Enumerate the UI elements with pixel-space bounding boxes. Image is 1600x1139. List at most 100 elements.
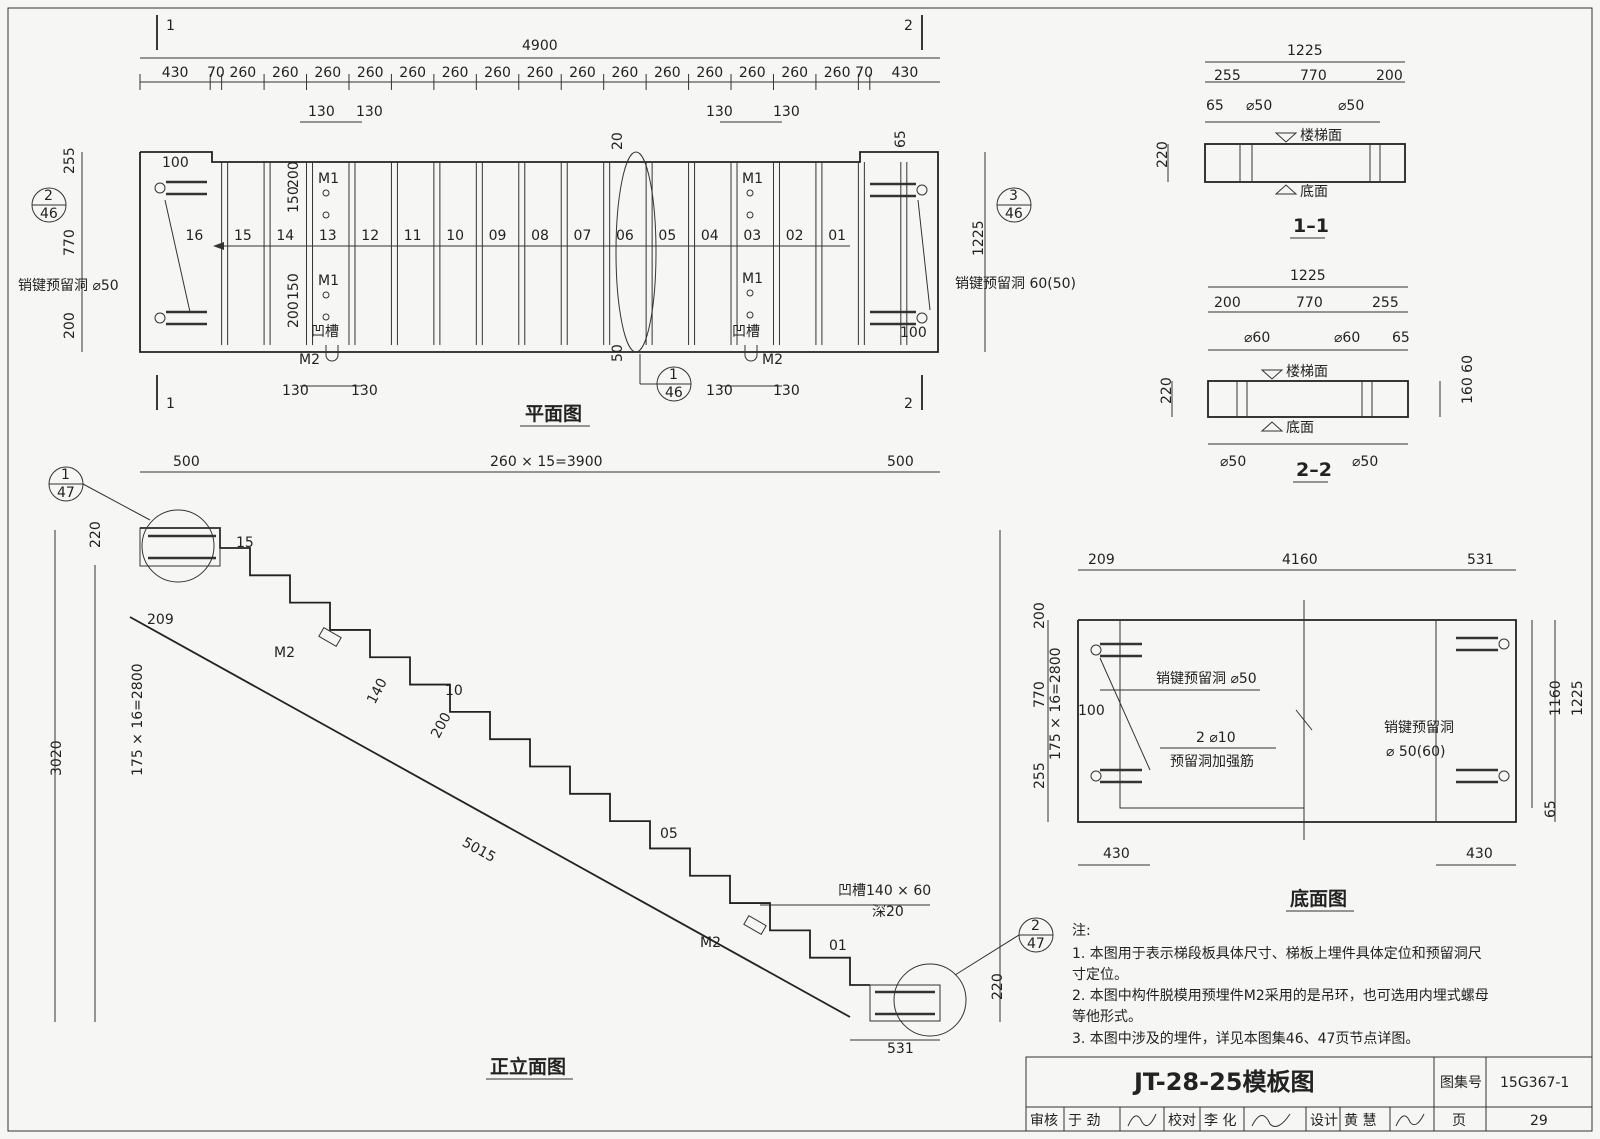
title-block: JT-28-25模板图 图集号 15G367-1 页 29 审核 于 劲 校对 … bbox=[1025, 1056, 1593, 1132]
plan-dim-130-f: 130 bbox=[351, 383, 378, 399]
s22-d65: 65 bbox=[1392, 330, 1410, 346]
s22-dia-left: ⌀60 bbox=[1244, 330, 1270, 346]
plan-dim-130-g: 130 bbox=[706, 383, 733, 399]
plan-dim-130-e: 130 bbox=[282, 383, 309, 399]
plan-m1-right-top: M1 bbox=[742, 171, 763, 187]
bv-seg-209: 209 bbox=[1088, 552, 1115, 568]
plan-step-lines bbox=[221, 162, 908, 345]
s22-title: 2–2 bbox=[1296, 459, 1332, 481]
plan-m2-ring-left bbox=[325, 345, 339, 362]
plan-segment-dim: 260 bbox=[442, 65, 469, 81]
elev-ref-1-47: 1 47 bbox=[48, 466, 151, 521]
svg-text:46: 46 bbox=[40, 206, 58, 222]
plan-segment-dim: 430 bbox=[892, 65, 919, 81]
designer-name: 黄 慧 bbox=[1344, 1112, 1376, 1129]
elev-h220-top: 220 bbox=[88, 521, 104, 548]
note-1b: 寸定位。 bbox=[1072, 967, 1128, 983]
plan-dim-150-lower: 150 bbox=[286, 273, 302, 300]
s11-top-surface: 楼梯面 bbox=[1300, 128, 1342, 144]
elev-dim-209: 209 bbox=[147, 612, 174, 628]
bv-dim-100: 100 bbox=[1078, 703, 1105, 719]
plan-m2-right: M2 bbox=[762, 352, 783, 368]
s22-seg-770: 770 bbox=[1296, 295, 1323, 311]
elev-view-title: 正立面图 bbox=[490, 1055, 566, 1078]
elev-height-3020: 3020 bbox=[49, 740, 65, 776]
bv-rebar: 2 ⌀10 bbox=[1196, 730, 1236, 746]
plan-hole-left-bottom bbox=[154, 312, 166, 324]
s22-seg-200: 200 bbox=[1214, 295, 1241, 311]
plan-tread-number: 04 bbox=[701, 228, 719, 244]
checker-name: 李 化 bbox=[1204, 1113, 1236, 1129]
s22-dia-bottom-left: ⌀50 bbox=[1220, 454, 1246, 470]
plan-dim-150-upper: 150 bbox=[286, 186, 302, 213]
bv-break-line bbox=[1295, 600, 1313, 840]
elev-dim-500-left: 500 bbox=[173, 454, 200, 470]
plan-m1-left-bottom: M1 bbox=[318, 273, 339, 289]
plan-view-title: 平面图 bbox=[525, 403, 582, 425]
elev-detail-circle-bottom bbox=[893, 963, 967, 1037]
plan-segment-dim: 260 bbox=[357, 65, 384, 81]
plan-dim-130-a: 130 bbox=[308, 104, 335, 120]
plan-segment-dim: 260 bbox=[527, 65, 554, 81]
elev-step-05: 05 bbox=[660, 826, 678, 842]
plan-segment-dim: 260 bbox=[399, 65, 426, 81]
plan-dim-200-upper: 200 bbox=[286, 161, 302, 188]
plan-tread-number: 11 bbox=[404, 228, 422, 244]
atlas-number: 15G367-1 bbox=[1500, 1075, 1569, 1091]
plan-dim-200-lower: 200 bbox=[286, 301, 302, 328]
s22-dia-bottom-right: ⌀50 bbox=[1352, 454, 1378, 470]
elev-dim-5015: 5015 bbox=[459, 835, 498, 866]
plan-hole-right-label: 销键预留洞 60(50) bbox=[955, 276, 1076, 292]
notes: 注: 1. 本图用于表示梯段板具体尺寸、梯板上埋件具体定位和预留洞尺 寸定位。 … bbox=[1072, 923, 1489, 1047]
designer-signature bbox=[1395, 1113, 1425, 1127]
reviewer-signature bbox=[1127, 1113, 1157, 1127]
svg-text:47: 47 bbox=[57, 485, 75, 501]
plan-groove-left: 凹槽 bbox=[311, 324, 339, 340]
s11-seg-770: 770 bbox=[1300, 68, 1327, 84]
plan-tread-number: 05 bbox=[658, 228, 676, 244]
plan-tread-number: 09 bbox=[489, 228, 507, 244]
plan-slab-outline bbox=[139, 151, 939, 353]
bv-right-1160: 1160 bbox=[1548, 680, 1564, 716]
plan-m2-ring-right bbox=[744, 345, 758, 362]
bv-right-1225: 1225 bbox=[1570, 680, 1586, 716]
bv-left-200: 200 bbox=[1032, 602, 1048, 629]
plan-dim-65: 65 bbox=[893, 130, 909, 148]
svg-text:47: 47 bbox=[1027, 936, 1045, 952]
note-1a: 1. 本图用于表示梯段板具体尺寸、梯板上埋件具体定位和预留洞尺 bbox=[1072, 946, 1482, 962]
svg-text:2: 2 bbox=[44, 188, 53, 204]
note-3: 3. 本图中涉及的埋件，详见本图集46、47页节点详图。 bbox=[1072, 1030, 1419, 1047]
plan-segment-dim: 260 bbox=[612, 65, 639, 81]
elev-m2-lower: M2 bbox=[700, 935, 721, 951]
plan-left-dim-200: 200 bbox=[62, 312, 78, 339]
bv-rebar-note: 预留洞加强筋 bbox=[1170, 753, 1254, 770]
elev-step-15: 15 bbox=[236, 535, 254, 551]
plan-tread-number: 14 bbox=[276, 228, 294, 244]
plan-tread-number: 16 bbox=[185, 228, 203, 244]
plan-segment-dim: 260 bbox=[229, 65, 256, 81]
plan-segment-dim: 260 bbox=[824, 65, 851, 81]
elev-top-landing bbox=[139, 527, 221, 567]
section-2-2: 1225 200 770 255 ⌀60 ⌀60 65 楼梯面 底面 220 1… bbox=[1159, 268, 1476, 483]
s11-seg-200: 200 bbox=[1376, 68, 1403, 84]
elevation-view: 500 260 × 15=3900 500 15 3020 175 × 16=2… bbox=[48, 454, 1064, 1080]
bv-hole-right-label-2: ⌀ 50(60) bbox=[1386, 744, 1445, 760]
plan-left-dim-255: 255 bbox=[62, 147, 78, 174]
plan-segment-dim: 260 bbox=[696, 65, 723, 81]
plan-dim-20: 20 bbox=[610, 132, 626, 150]
plan-hole-right-top bbox=[916, 184, 928, 196]
elev-groove-note: 凹槽140 × 60 bbox=[838, 883, 931, 899]
s22-seg-255: 255 bbox=[1372, 295, 1399, 311]
reviewer-name: 于 劲 bbox=[1068, 1113, 1100, 1129]
plan-groove-right: 凹槽 bbox=[732, 324, 760, 340]
elev-dim-531: 531 bbox=[887, 1041, 914, 1057]
reviewer-label: 审核 bbox=[1030, 1113, 1058, 1129]
s22-total: 1225 bbox=[1290, 268, 1326, 284]
svg-text:3: 3 bbox=[1009, 188, 1018, 204]
s11-section-outline bbox=[1204, 143, 1406, 183]
s11-total: 1225 bbox=[1287, 43, 1323, 59]
